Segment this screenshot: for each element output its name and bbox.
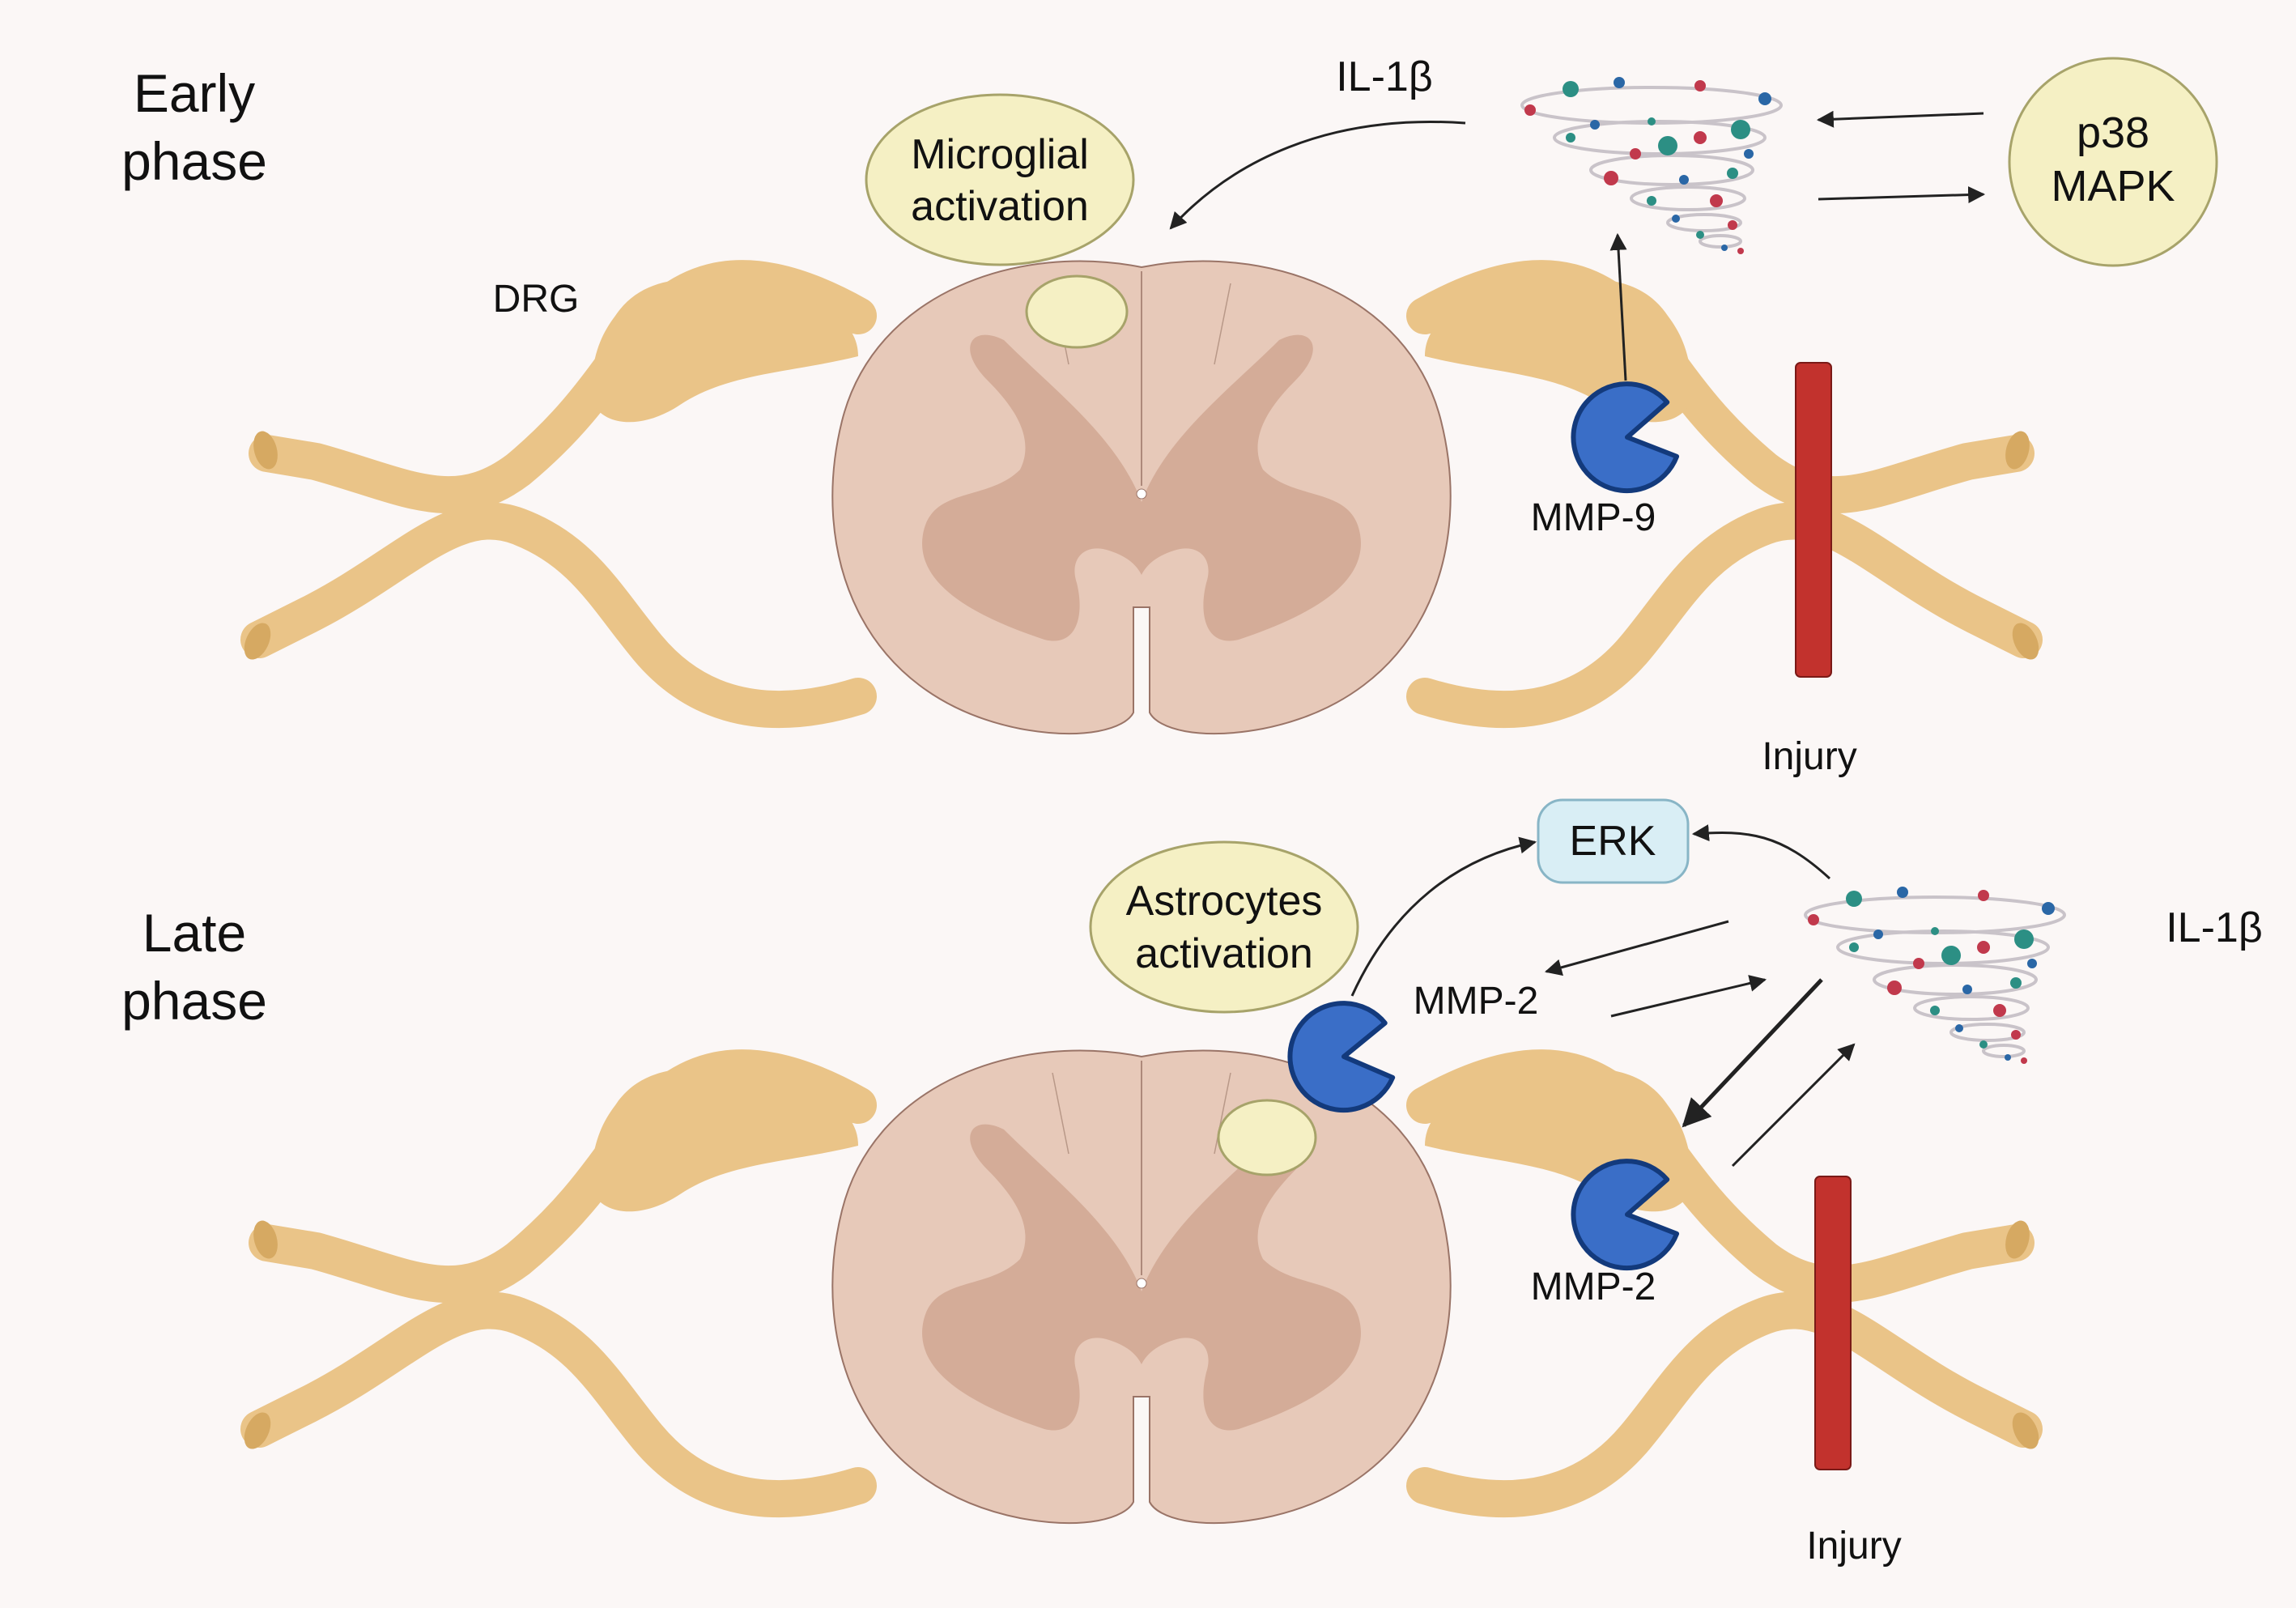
late-phase-label-line2: phase <box>121 971 267 1031</box>
late-phase-label-line1: Late <box>142 903 246 963</box>
il1b-label: IL-1β <box>1336 53 1433 100</box>
mmp2-to-erk-arrow <box>1350 836 1537 997</box>
microglial-activation-line2: activation <box>911 183 1089 230</box>
drg-label: DRG <box>493 278 580 321</box>
microglial-activation-bubble <box>865 93 1135 266</box>
il1b-to-microglia-arrow <box>1169 120 1466 230</box>
p38-to-il1b-arrow <box>1816 110 1984 128</box>
astrocytes-activation-line1: Astrocytes <box>1126 878 1323 925</box>
astrocyte-cell-icon <box>1217 1099 1317 1176</box>
injury-label: Injury <box>1806 1525 1901 1568</box>
late-phase-panel: Late phase Astrocytes activation MMP-2 M… <box>121 798 2263 1568</box>
erk-label: ERK <box>1570 818 1656 865</box>
il1b-to-p38-arrow <box>1818 186 1986 204</box>
il1b-to-mmp2-arrow <box>1544 920 1729 976</box>
astrocytes-activation-bubble <box>1089 840 1359 1014</box>
mmp9-label: MMP-9 <box>1531 496 1656 539</box>
injury-bar-icon <box>1795 362 1832 678</box>
p38-mapk-circle <box>2008 57 2218 267</box>
p38-label: p38 <box>2077 108 2149 157</box>
mmp2-upper-label: MMP-2 <box>1414 980 1539 1023</box>
microglia-cell-icon <box>1025 274 1129 349</box>
mmp2-lower-label: MMP-2 <box>1531 1266 1656 1308</box>
mapk-label: MAPK <box>2051 162 2175 211</box>
astrocytes-activation-line2: activation <box>1135 930 1313 977</box>
early-phase-label-line2: phase <box>121 131 267 191</box>
mmp2-to-il1b-arrow <box>1610 975 1767 1018</box>
early-phase-label-line1: Early <box>134 63 255 123</box>
early-phase-panel: Early phase Microglial activation DRG MM… <box>121 53 2218 778</box>
lower-mmp2-to-il1b-arrow <box>1731 1043 1856 1168</box>
il1b-label: IL-1β <box>2166 904 2263 951</box>
il1b-to-erk-arrow <box>1691 824 1831 880</box>
injury-label: Injury <box>1762 735 1856 778</box>
injury-bar-icon <box>1814 1176 1852 1470</box>
erk-box <box>1537 798 1690 884</box>
il1b-to-lower-mmp2-arrow <box>1682 978 1823 1128</box>
microglial-activation-line1: Microglial <box>911 131 1089 178</box>
mmp9-to-il1b-arrow <box>1609 232 1627 381</box>
